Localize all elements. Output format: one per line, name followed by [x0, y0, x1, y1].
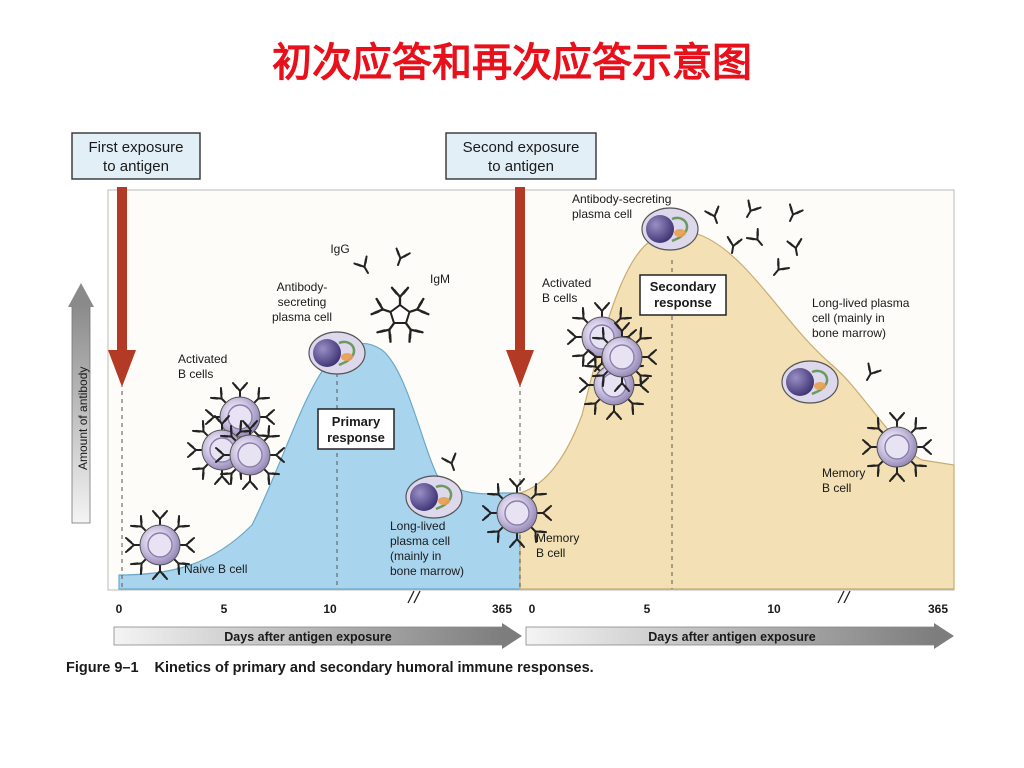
long-lived-plasma-cell-secondary	[780, 359, 840, 405]
naive-b-cell-label: Naive B cell	[184, 562, 247, 576]
memory-right-line2: B cell	[822, 481, 851, 495]
secondary-response-line2: response	[654, 295, 712, 310]
first-exposure-line2: to antigen	[103, 158, 169, 175]
x-axis-arrow-left: Days after antigen exposure	[113, 623, 522, 649]
longlived-secondary-line3: bone marrow)	[812, 326, 886, 340]
x-axis-label-left: Days after antigen exposure	[224, 630, 391, 644]
x-tick-left-3: 365	[492, 602, 512, 616]
kinetics-figure: Amount of antibody First exposure to ant…	[62, 125, 962, 685]
second-exposure-line1: Second exposure	[463, 139, 580, 156]
longlived-primary-line3: (mainly in	[390, 549, 441, 563]
plasma-secondary-line2: plasma cell	[572, 207, 632, 221]
secondary-response-area	[519, 230, 955, 590]
plasma-primary-line3: plasma cell	[272, 310, 332, 324]
primary-response-box: Primary response	[317, 408, 395, 450]
x-tick-left-2: 10	[323, 602, 337, 616]
memory-right-line1: Memory	[822, 466, 865, 480]
x-tick-left-0: 0	[116, 602, 123, 616]
y-axis-label: Amount of antibody	[76, 367, 90, 470]
x-tick-right-2: 10	[767, 602, 781, 616]
activated-secondary-line2: B cells	[542, 291, 577, 305]
activated-primary-line1: Activated	[178, 352, 227, 366]
long-lived-plasma-cell-primary	[404, 474, 464, 520]
first-exposure-arrow	[108, 187, 136, 387]
plasma-secondary-line1: Antibody-secreting	[572, 192, 671, 206]
secondary-response-line1: Secondary	[650, 279, 717, 294]
longlived-secondary-line1: Long-lived plasma	[812, 296, 910, 310]
second-exposure-arrow	[506, 187, 534, 387]
first-exposure-box: First exposure to antigen	[71, 132, 201, 180]
figure-caption-text: Kinetics of primary and secondary humora…	[154, 660, 594, 676]
figure-number: Figure 9–1	[66, 660, 139, 676]
secondary-response-box: Secondary response	[639, 274, 727, 316]
x-axis-label-right: Days after antigen exposure	[648, 630, 815, 644]
longlived-primary-line2: plasma cell	[390, 534, 450, 548]
longlived-secondary-line2: cell (mainly in	[812, 311, 885, 325]
igm-label: IgM	[430, 272, 450, 286]
second-exposure-line2: to antigen	[488, 158, 554, 175]
x-tick-right-1: 5	[644, 602, 651, 616]
first-exposure-line1: First exposure	[88, 139, 183, 156]
plasma-cell-secondary	[640, 206, 700, 252]
longlived-primary-line4: bone marrow)	[390, 564, 464, 578]
plasma-primary-line2: secreting	[278, 295, 327, 309]
y-axis-arrow	[68, 283, 94, 524]
axis-break-marks	[407, 590, 851, 604]
figure-svg: Amount of antibody First exposure to ant…	[68, 132, 955, 649]
longlived-primary-line1: Long-lived	[390, 519, 445, 533]
primary-response-line1: Primary	[332, 414, 381, 429]
igg-label: IgG	[330, 242, 349, 256]
plasma-primary-line1: Antibody-	[277, 280, 328, 294]
memory-mid-line2: B cell	[536, 546, 565, 560]
activated-primary-line2: B cells	[178, 367, 213, 381]
page-title: 初次应答和再次应答示意图	[272, 40, 752, 86]
activated-secondary-line1: Activated	[542, 276, 591, 290]
x-axis-arrow-right: Days after antigen exposure	[525, 623, 954, 649]
primary-response-line2: response	[327, 430, 385, 445]
x-tick-left-1: 5	[221, 602, 228, 616]
memory-mid-line1: Memory	[536, 531, 579, 545]
plasma-cell-primary	[307, 330, 367, 376]
x-tick-right-0: 0	[529, 602, 536, 616]
x-tick-right-3: 365	[928, 602, 948, 616]
figure-caption: Figure 9–1 Kinetics of primary and second…	[66, 660, 594, 676]
second-exposure-box: Second exposure to antigen	[445, 132, 597, 180]
